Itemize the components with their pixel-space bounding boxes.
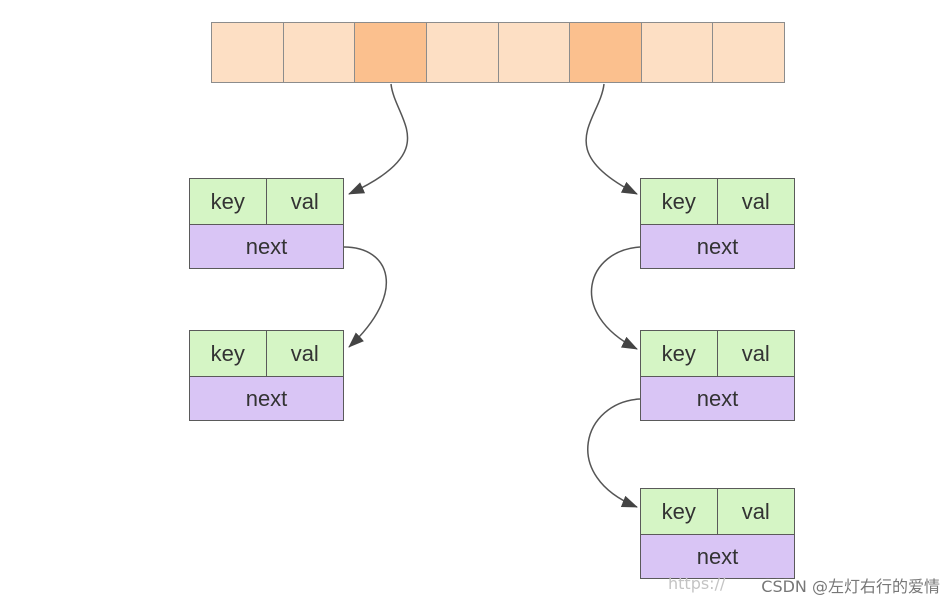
node-val: val [717,331,794,377]
bucket-cell-6 [641,23,714,82]
bucket-5-pointer-arrow [585,83,638,195]
bucket-cell-4 [498,23,571,82]
chain-node-right-1: key val next [640,178,795,269]
node-next: next [641,225,794,268]
bucket-cell-1 [283,23,356,82]
bucket-cell-0 [212,23,284,82]
left-next-pointer-arrow [343,246,388,348]
node-val: val [717,489,794,535]
chain-node-left-1: key val next [189,178,344,269]
node-key: key [641,489,718,535]
bucket-cell-3 [426,23,499,82]
chain-node-right-3: key val next [640,488,795,579]
node-val: val [717,179,794,225]
node-next: next [641,377,794,420]
watermark-text: CSDN @左灯右行的爱情 [761,577,940,596]
node-key: key [641,179,718,225]
bucket-cell-7 [713,23,784,82]
node-val: val [266,179,343,225]
node-next: next [190,377,343,420]
right-next-pointer-arrow-2 [587,398,641,508]
node-val: val [266,331,343,377]
node-key: key [190,179,267,225]
bucket-cell-5 [570,23,642,82]
node-next: next [641,535,794,578]
node-next: next [190,225,343,268]
watermark-url: https:// [668,574,726,593]
hash-bucket-array [211,22,785,83]
chain-node-left-2: key val next [189,330,344,421]
node-key: key [190,331,267,377]
right-next-pointer-arrow-1 [590,246,641,350]
bucket-cell-2 [355,23,427,82]
chain-node-right-2: key val next [640,330,795,421]
node-key: key [641,331,718,377]
bucket-2-pointer-arrow [348,83,409,195]
